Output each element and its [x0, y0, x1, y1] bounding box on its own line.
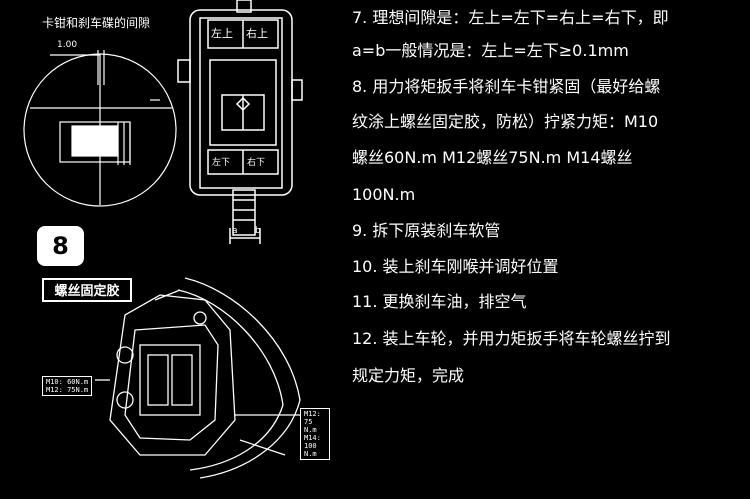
label-lower-left: 左下 [212, 158, 231, 168]
gap-caption: 卡钳和刹车碟的间隙 [42, 16, 151, 30]
label-gap-b: b [255, 226, 261, 236]
gap-dimension-label: 1.00 [57, 40, 78, 50]
label-lower-right: 右下 [247, 158, 266, 168]
caliper-line-drawing [23, 0, 303, 479]
caliper-front-view [177, 0, 303, 244]
step-12-line-2: 规定力矩，完成 [352, 366, 465, 385]
step-8-line-1: 8. 用力将矩扳手将刹车卡钳紧固（最好给螺 [352, 77, 661, 96]
label-upper-left: 左上 [211, 27, 233, 40]
torque-box-right: M12: 75 N.m M14: 100 N.m [300, 408, 330, 460]
step-8-line-2: 纹涂上螺丝固定胶，防松）拧紧力矩：M10 [352, 112, 659, 131]
step-10: 10. 装上刹车刚喉并调好位置 [352, 257, 559, 276]
torque-left-m10: M10: 60N.m [46, 378, 89, 386]
step-12-line-1: 12. 装上车轮，并用力矩扳手将车轮螺丝拧到 [352, 329, 671, 348]
caliper-isometric-view [95, 277, 301, 479]
torque-right-m14: M14: 100 N.m [304, 434, 321, 458]
step-7-line-2: a=b一般情况是：左上=左下≥0.1mm [352, 41, 629, 60]
caliper-diagram-panel: 卡钳和刹车碟的间隙 1.00 左上 右上 左下 右下 a b 8 螺丝固定胶 M… [0, 0, 330, 499]
thread-locker-tag: 螺丝固定胶 [42, 278, 132, 302]
torque-box-left: M10: 60N.m M12: 75N.m [42, 376, 93, 396]
step-9: 9. 拆下原装刹车软管 [352, 221, 501, 240]
step-badge: 8 [37, 226, 84, 266]
torque-left-m12: M12: 75N.m [46, 386, 89, 394]
step-7-line-1: 7. 理想间隙是：左上=左下=右上=右下，即 [352, 8, 669, 27]
step-8-line-4: 100N.m [352, 185, 416, 204]
label-gap-a: a [232, 226, 238, 236]
label-upper-right: 右上 [246, 27, 268, 40]
step-11: 11. 更换刹车油，排空气 [352, 292, 527, 311]
torque-right-m12: M12: 75 N.m [304, 410, 321, 434]
step-8-line-3: 螺丝60N.m M12螺丝75N.m M14螺丝 [352, 148, 633, 167]
gap-magnifier [23, 50, 177, 207]
